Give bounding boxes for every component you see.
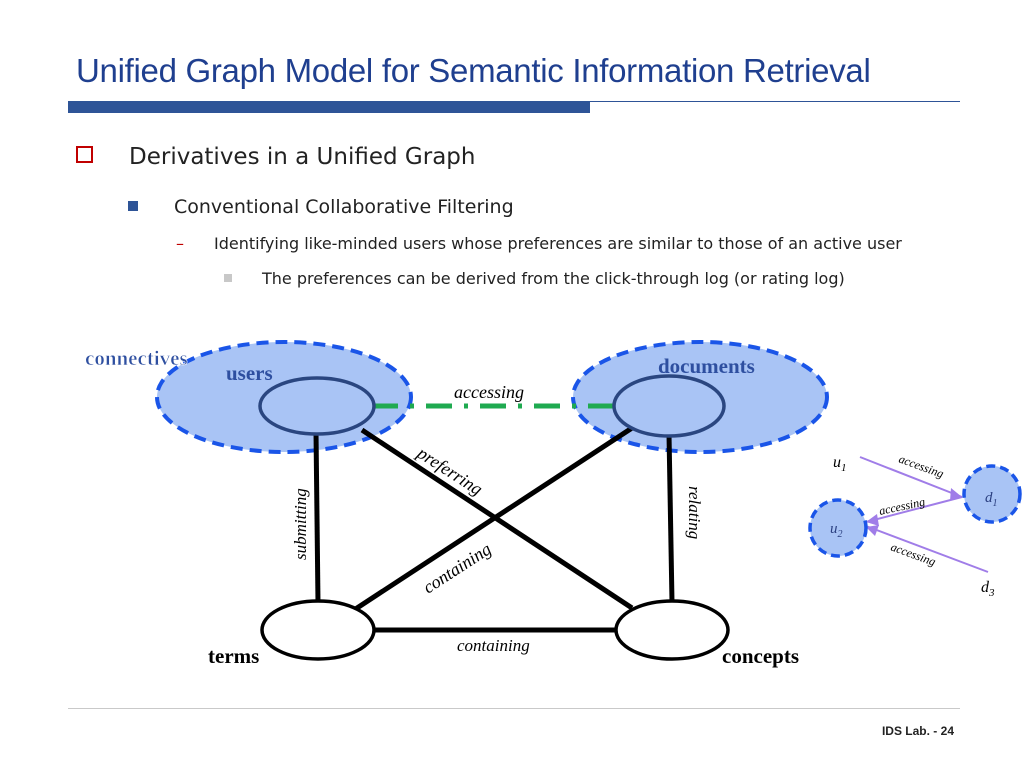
mini-node-d1 <box>962 464 1022 524</box>
mini-edge-u1-d1 <box>859 456 963 498</box>
documents-label: documents <box>658 354 755 378</box>
bullet-level-4: The preferences can be derived from the … <box>224 269 845 288</box>
footer-page-label: IDS Lab. - 24 <box>881 724 954 738</box>
concepts-node <box>614 599 730 661</box>
mini-accessing-u2-d1-label: accessing <box>878 495 927 518</box>
footer-divider <box>68 708 960 709</box>
documents-node <box>612 374 726 438</box>
title-underline-bar <box>68 101 590 113</box>
mini-u1-label: u1 <box>833 454 847 474</box>
bullet-level-2-text: Conventional Collaborative Filtering <box>174 196 514 218</box>
mini-edge-d3-u2 <box>865 525 989 573</box>
dash-bullet-icon: – <box>176 234 184 253</box>
mini-arrow-u2-top-icon <box>866 514 879 526</box>
title-underline-line <box>590 101 960 102</box>
accessing-label: accessing <box>454 382 524 402</box>
relating-label: relating <box>685 486 704 539</box>
containing-diagonal-label: containing <box>419 539 494 598</box>
terms-node <box>260 599 376 661</box>
hollow-square-bullet-icon <box>76 146 93 163</box>
terms-label: terms <box>208 644 259 668</box>
connectives-label: connectives <box>85 346 188 370</box>
bullet-level-1: Derivatives in a Unified Graph <box>76 144 475 170</box>
bullet-level-4-text: The preferences can be derived from the … <box>262 269 845 288</box>
users-node <box>258 376 376 436</box>
containing-bottom-label: containing <box>457 636 530 655</box>
slide-title: Unified Graph Model for Semantic Informa… <box>76 52 871 89</box>
bullet-level-2: Conventional Collaborative Filtering <box>128 196 514 218</box>
bullet-level-3: – Identifying like-minded users whose pre… <box>176 234 902 253</box>
mini-edge-d1-u2 <box>865 496 963 523</box>
mini-accessing-u1-d1-label: accessing <box>897 452 946 481</box>
containing-diagonal-edge <box>352 425 634 613</box>
bullet-level-1-text: Derivatives in a Unified Graph <box>129 144 476 170</box>
mini-d3-label: d3 <box>981 579 995 599</box>
filled-square-bullet-icon <box>128 201 138 211</box>
relating-edge <box>666 433 675 603</box>
concepts-label: concepts <box>722 644 799 668</box>
submitting-label: submitting <box>291 488 310 560</box>
users-label: users <box>226 361 273 385</box>
mini-arrow-d1-icon <box>950 488 962 501</box>
mini-arrow-u2-bottom-icon <box>866 525 879 536</box>
mini-node-u2 <box>808 498 868 558</box>
mini-u2-label: u2 <box>830 521 843 540</box>
gray-square-bullet-icon <box>224 274 232 282</box>
mini-d1-label: d1 <box>985 490 998 509</box>
submitting-edge <box>313 431 321 604</box>
bullet-level-3-text: Identifying like-minded users whose pref… <box>214 234 902 253</box>
